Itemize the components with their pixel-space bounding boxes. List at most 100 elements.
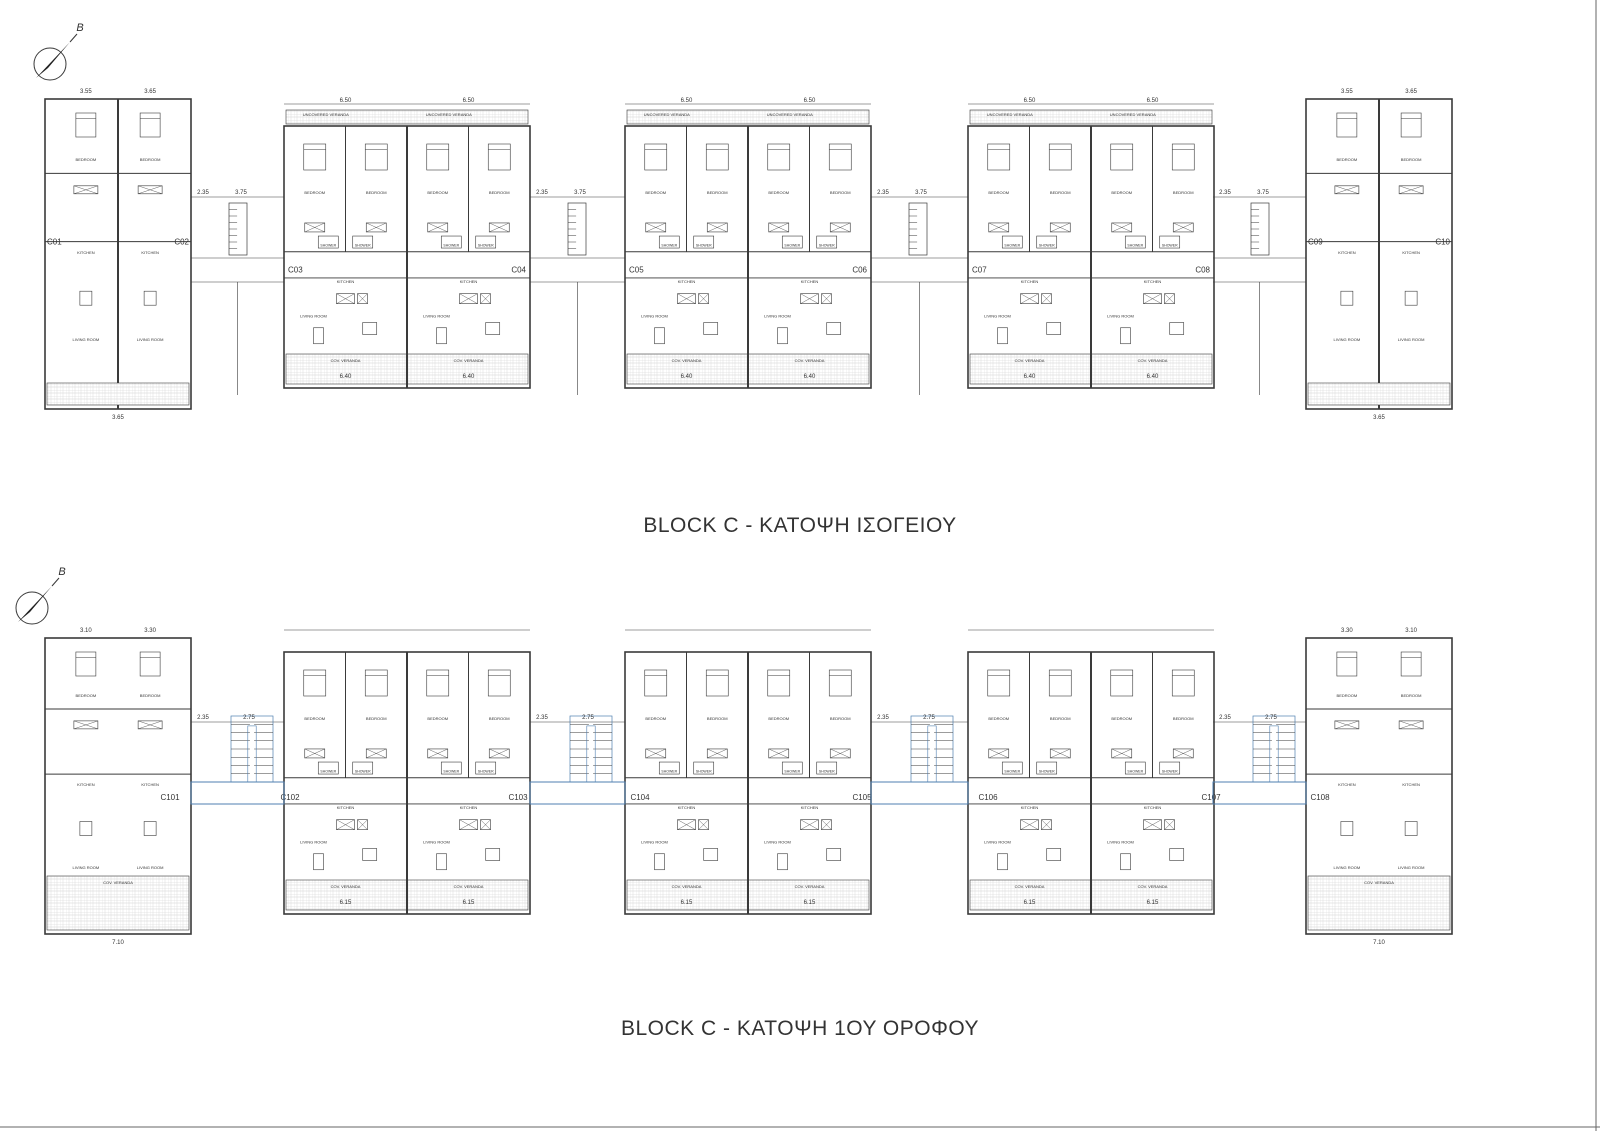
- fixture: [73, 720, 99, 730]
- veranda-label: COV. VERANDA: [1138, 884, 1168, 889]
- room-label: SHOWER: [443, 244, 459, 248]
- dimension-label: 6.15: [681, 900, 693, 906]
- bed-icon: [1110, 669, 1134, 697]
- fixture-outline: [1111, 222, 1133, 233]
- dining-table: [79, 821, 93, 836]
- fixture-outline: [829, 222, 851, 233]
- veranda-label: COV. VERANDA: [454, 884, 484, 889]
- fixture: [459, 293, 478, 304]
- fixture-cross: [1050, 222, 1071, 233]
- room-label: KITCHEN: [141, 250, 159, 255]
- room-label: LIVING ROOM: [1334, 865, 1361, 870]
- bed-outline: [487, 669, 511, 697]
- veranda-label: UNCOVERED VERANDA: [767, 112, 813, 117]
- veranda-label: COV. VERANDA: [795, 358, 825, 363]
- dimension-label: 6.40: [681, 374, 693, 380]
- fixture-cross: [988, 748, 1009, 759]
- dimension-label: 7.10: [1373, 940, 1385, 946]
- veranda-label: COV. VERANDA: [1015, 358, 1045, 363]
- unit-label: C09: [1308, 238, 1323, 247]
- dimension-label: 6.15: [1147, 900, 1159, 906]
- first-floor-title: BLOCK C - ΚΑΤΟΨΗ 1ΟΥ ΟΡΟΦΟΥ: [620, 1017, 980, 1040]
- fixture-outline: [988, 748, 1010, 759]
- fixture-outline: [1398, 185, 1424, 195]
- room-label: KITCHEN: [141, 782, 159, 787]
- unit-label: C107: [1201, 793, 1221, 802]
- dining-table: [1046, 848, 1062, 861]
- fixture: [73, 185, 99, 195]
- corridor-slab: [529, 781, 626, 805]
- fixture-outline: [698, 819, 709, 830]
- bed-outline: [767, 143, 791, 171]
- fixture: [1143, 819, 1162, 830]
- fixture-cross: [677, 819, 696, 830]
- dimension-label: 3.30: [144, 628, 156, 634]
- unit-label: C10: [1435, 238, 1450, 247]
- fixture: [480, 819, 491, 830]
- dining-table: [1046, 322, 1062, 335]
- bed-icon: [487, 669, 511, 697]
- bed-icon: [303, 669, 327, 697]
- bed-outline: [705, 143, 729, 171]
- room-label: LIVING ROOM: [1398, 337, 1425, 342]
- bed-outline: [828, 143, 852, 171]
- room-label: BEDROOM: [1050, 190, 1071, 195]
- dimension-label: 3.65: [1405, 89, 1417, 95]
- unit-label: C106: [978, 793, 998, 802]
- fixture-cross: [698, 293, 709, 304]
- bed-outline: [1110, 669, 1134, 697]
- fixture: [698, 293, 709, 304]
- fixture-outline: [1041, 819, 1052, 830]
- fixture: [1020, 293, 1039, 304]
- fixture-cross: [677, 293, 696, 304]
- fixture-outline: [480, 819, 491, 830]
- fixture: [488, 222, 510, 233]
- dimension-label: 2.35: [536, 715, 548, 721]
- uncovered-veranda: [626, 109, 870, 125]
- room-label: LIVING ROOM: [1334, 337, 1361, 342]
- dimension-label: 3.55: [1341, 89, 1353, 95]
- stair: [1250, 202, 1270, 256]
- bed-icon: [828, 143, 852, 171]
- bed-icon: [303, 143, 327, 171]
- room-label: LIVING ROOM: [300, 313, 327, 318]
- fixture: [1111, 222, 1133, 233]
- fixture-outline: [357, 819, 368, 830]
- dining-table: [1169, 848, 1185, 861]
- room-label: BEDROOM: [988, 190, 1009, 195]
- fixture-outline: [768, 222, 790, 233]
- dimension-label: 6.15: [340, 900, 352, 906]
- unit-label: C05: [629, 266, 644, 275]
- fixture-outline: [645, 222, 667, 233]
- dimension-label: 3.30: [1341, 628, 1353, 634]
- ground-floor-title: BLOCK C - ΚΑΤΟΨΗ ΙΣΟΓΕΙΟΥ: [643, 514, 957, 537]
- dimension-label: 3.55: [80, 89, 92, 95]
- fixture-outline: [365, 748, 387, 759]
- room-label: BEDROOM: [707, 190, 728, 195]
- sofa: [997, 853, 1008, 871]
- bed-outline: [364, 669, 388, 697]
- room-label: LIVING ROOM: [1398, 865, 1425, 870]
- fixture: [336, 293, 355, 304]
- veranda-label: COV. VERANDA: [1015, 884, 1045, 889]
- fixture-cross: [489, 222, 510, 233]
- shower-room: [1159, 761, 1181, 775]
- fixture: [677, 819, 696, 830]
- bed-outline: [705, 669, 729, 697]
- fixture: [459, 819, 478, 830]
- fixture-cross: [357, 819, 368, 830]
- covered-veranda: [46, 382, 190, 406]
- dining-table: [143, 821, 157, 836]
- room-label: LIVING ROOM: [423, 313, 450, 318]
- room-label: SHOWER: [1004, 244, 1020, 248]
- bed-outline: [1110, 143, 1134, 171]
- room-label: SHOWER: [784, 244, 800, 248]
- bed-icon: [1110, 143, 1134, 171]
- fixture-cross: [1173, 222, 1194, 233]
- bed-outline: [1400, 651, 1422, 677]
- fixture-outline: [427, 222, 449, 233]
